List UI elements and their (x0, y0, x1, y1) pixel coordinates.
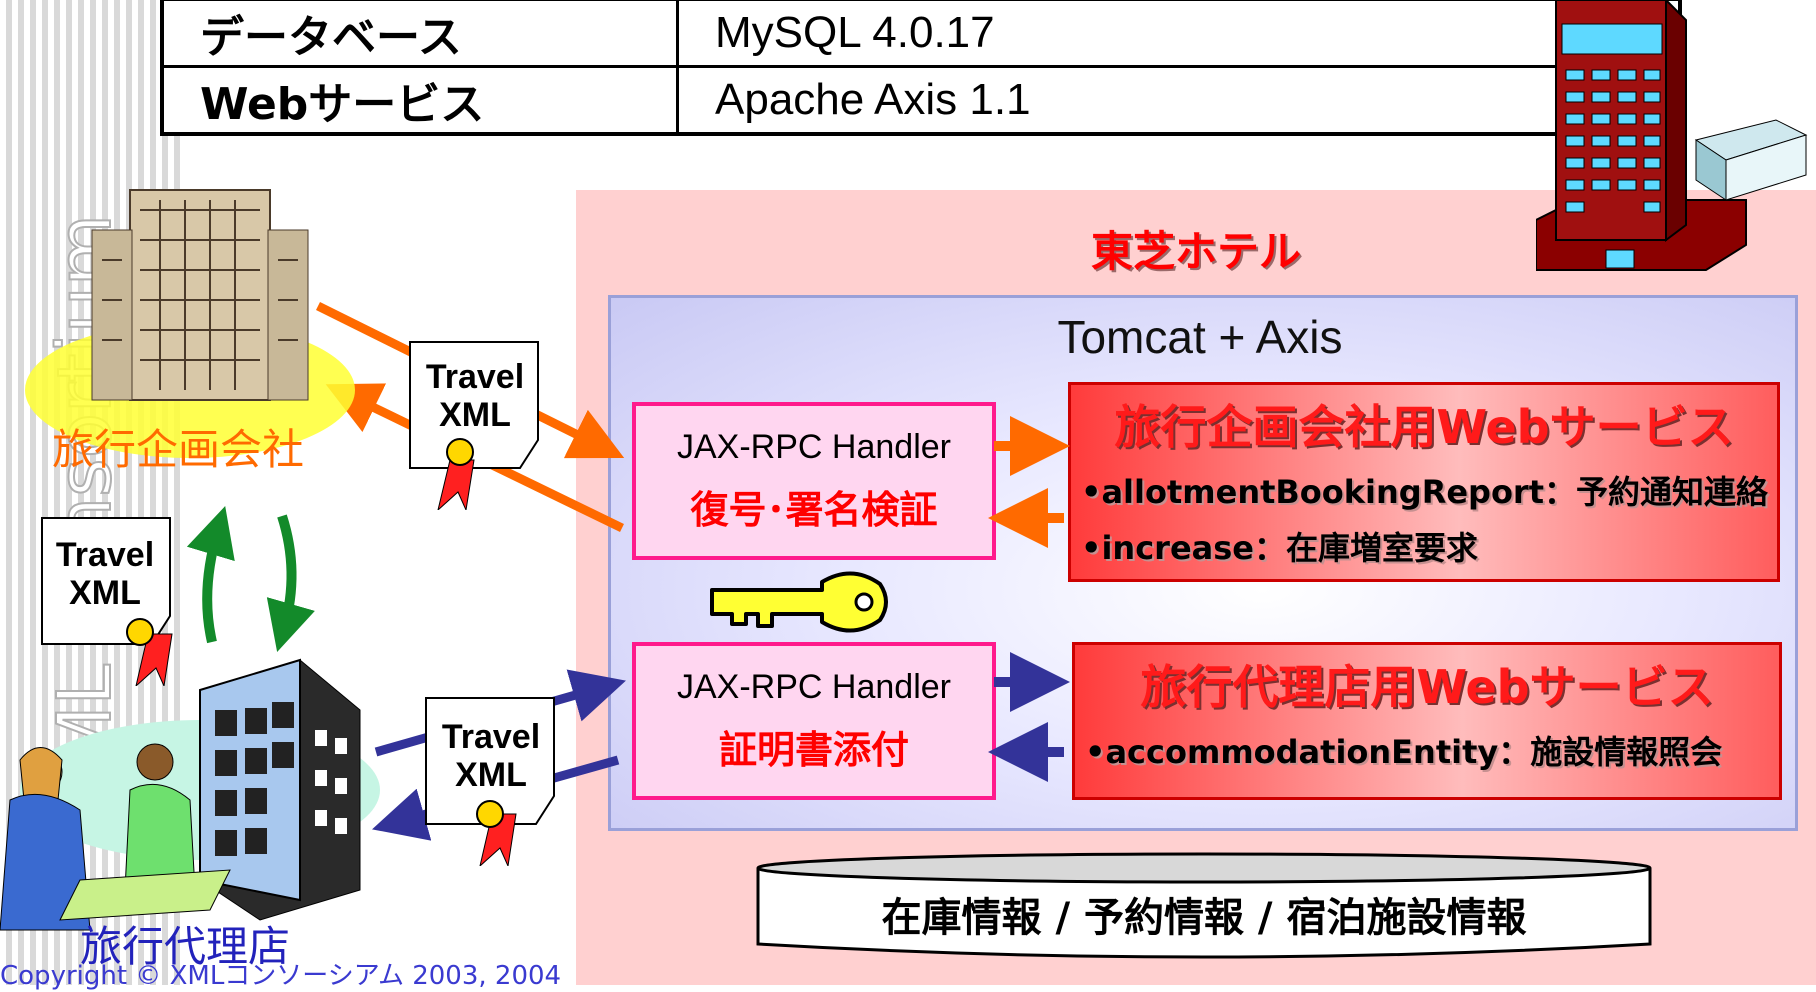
handler-verify: JAX-RPC Handler 復号･署名検証 (632, 402, 996, 560)
doc-label-middle: Travel XML (42, 536, 168, 612)
service-item: •accommodationEntity：施設情報照会 (1085, 733, 1723, 771)
arrow-agent-to-planner (186, 506, 235, 644)
table-row: Webサービス Apache Axis 1.1 (162, 65, 1680, 134)
planner-label: 旅行企画会社 (52, 425, 305, 474)
travel-xml-document-icon (425, 697, 555, 866)
spec-table: データベース MySQL 4.0.17 Webサービス Apache Axis … (160, 0, 1682, 136)
agent-office-icon (0, 658, 380, 931)
hotel-building-icon (1536, 0, 1808, 271)
doc-label-planner: Travel XML (412, 358, 538, 434)
service-item: •allotmentBookingReport：予約通知連絡 (1081, 473, 1769, 511)
database-label: 在庫情報 / 予約情報 / 宿泊施設情報 (881, 895, 1527, 941)
handler-role: 証明書添付 (718, 728, 909, 772)
handler-name: JAX-RPC Handler (677, 668, 951, 706)
service-agent: 旅行代理店用Webサービス •accommodationEntity：施設情報照… (1072, 642, 1782, 800)
planner-office-icon (25, 189, 355, 458)
table-key: データベース (162, 0, 679, 67)
service-item: •increase：在庫増室要求 (1081, 529, 1479, 567)
container-title: Tomcat + Axis (1057, 311, 1343, 363)
service-title: 旅行代理店用Webサービス (1140, 660, 1714, 714)
travel-xml-document-icon (409, 341, 539, 510)
handler-role: 復号･署名検証 (690, 488, 938, 532)
doc-line: XML (455, 756, 527, 794)
arrow-planner-to-agent (266, 514, 315, 653)
doc-label-agent: Travel XML (428, 718, 554, 794)
table-value: MySQL 4.0.17 (677, 0, 1680, 67)
database-cylinder (756, 852, 1652, 959)
service-planner: 旅行企画会社用Webサービス •allotmentBookingReport：予… (1068, 382, 1780, 582)
travel-xml-document-icon (41, 517, 173, 686)
doc-line: Travel (441, 718, 541, 756)
table-key: Webサービス (162, 65, 679, 134)
agent-label: 旅行代理店 (80, 922, 291, 971)
table-row: データベース MySQL 4.0.17 (162, 0, 1680, 67)
doc-line: XML (69, 574, 141, 612)
key-icon (710, 571, 888, 633)
handler-name: JAX-RPC Handler (677, 428, 951, 466)
hotel-title: 東芝ホテル (1090, 227, 1301, 276)
table-value: Apache Axis 1.1 (677, 65, 1680, 134)
doc-line: XML (439, 396, 511, 434)
doc-line: Travel (425, 358, 525, 396)
handler-certificate: JAX-RPC Handler 証明書添付 (632, 642, 996, 800)
doc-line: Travel (55, 536, 155, 574)
service-title: 旅行企画会社用Webサービス (1114, 400, 1734, 454)
copyright: Copyright © XMLコンソーシアム 2003, 2004 (0, 961, 562, 991)
